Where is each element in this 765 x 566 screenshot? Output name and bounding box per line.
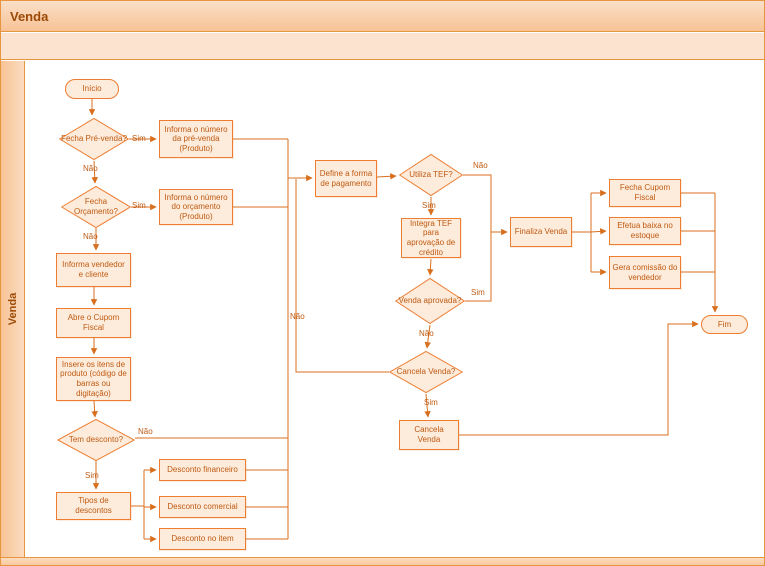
- node-label: Integra TEF para aprovação de crédito: [406, 218, 456, 257]
- edge-label-nao: Não: [290, 312, 305, 321]
- edge-label-sim: Sim: [132, 134, 146, 143]
- decision-tem-desconto: Tem desconto?: [57, 419, 135, 461]
- edge-label-nao: Não: [83, 232, 98, 241]
- process-informa-vendedor: Informa vendedor e cliente: [56, 253, 131, 287]
- diamond-shape: [57, 419, 135, 461]
- process-define-pagamento: Define a forma de pagamento: [315, 160, 377, 197]
- node-label: Desconto financeiro: [167, 465, 238, 475]
- diamond-shape: [399, 154, 463, 196]
- decision-venda-aprovada: Venda aprovada?: [395, 278, 465, 324]
- edge-label-sim: Sim: [85, 471, 99, 480]
- process-informa-orcamento: Informa o número do orçamento (Produto): [159, 189, 233, 225]
- page-title: Venda: [10, 8, 49, 24]
- process-cancela-venda: Cancela Venda: [399, 420, 459, 450]
- decision-fecha-orcamento: Fecha Orçamento?: [61, 186, 131, 228]
- diamond-shape: [61, 186, 131, 228]
- edge-label-sim: Sim: [471, 288, 485, 297]
- node-label: Fim: [717, 319, 732, 329]
- title-band: Venda: [1, 1, 764, 32]
- node-label: Fecha Pré-venda?: [61, 134, 127, 144]
- process-fecha-cupom: Fecha Cupom Fiscal: [609, 179, 681, 207]
- process-finaliza-venda: Finaliza Venda: [510, 217, 572, 247]
- flowchart-canvas: [25, 60, 764, 555]
- node-label: Gera comissão do vendedor: [612, 262, 678, 282]
- start-node-inicio: Início: [65, 79, 119, 99]
- node-label: Desconto comercial: [167, 502, 238, 512]
- node-label: Fecha Orçamento?: [73, 197, 119, 216]
- lane-venda: Venda: [1, 61, 25, 557]
- edge-label-sim: Sim: [422, 201, 436, 210]
- diamond-shape: [59, 118, 129, 160]
- edge-label-nao: Não: [473, 161, 488, 170]
- decision-fecha-pre-venda: Fecha Pré-venda?: [59, 118, 129, 160]
- node-label: Cancela Venda: [414, 425, 444, 444]
- edge-label-nao: Não: [83, 164, 98, 173]
- process-informa-pre-venda: Informa o número da pré-venda (Produto): [159, 120, 233, 158]
- node-label: Abre o Cupom Fiscal: [67, 313, 120, 332]
- edge-label-sim: Sim: [132, 201, 146, 210]
- bottom-band: [1, 557, 764, 565]
- node-label: Informa o número da pré-venda (Produto): [164, 124, 228, 153]
- node-label: Tem desconto?: [68, 435, 124, 445]
- node-label: Efetua baixa no estoque: [617, 221, 673, 240]
- node-label: Tipos de descontos: [75, 496, 112, 515]
- node-label: Define a forma de pagamento: [319, 168, 373, 188]
- node-label: Desconto no item: [171, 534, 234, 544]
- process-insere-itens: Insere os itens de produto (código de ba…: [56, 357, 131, 401]
- edge-label-nao: Não: [138, 427, 153, 436]
- node-label: Utiliza TEF?: [409, 170, 453, 180]
- node-label: Informa vendedor e cliente: [62, 260, 125, 279]
- node-label: Venda aprovada?: [398, 296, 462, 306]
- end-node-fim: Fim: [701, 315, 748, 334]
- node-label: Cancela Venda?: [396, 367, 456, 377]
- node-label: Fecha Cupom Fiscal: [619, 183, 671, 202]
- edge-label-nao: Não: [419, 329, 434, 338]
- process-desconto-financeiro: Desconto financeiro: [159, 459, 246, 481]
- edge-label-sim: Sim: [424, 398, 438, 407]
- process-tipos-descontos: Tipos de descontos: [56, 492, 131, 520]
- process-efetua-baixa: Efetua baixa no estoque: [609, 217, 681, 245]
- node-label: Insere os itens de produto (código de ba…: [60, 359, 127, 398]
- node-label: Início: [82, 84, 102, 94]
- process-integra-tef: Integra TEF para aprovação de crédito: [401, 218, 461, 258]
- process-desconto-comercial: Desconto comercial: [159, 496, 246, 518]
- diamond-shape: [395, 278, 465, 324]
- process-abre-cupom: Abre o Cupom Fiscal: [56, 308, 131, 338]
- process-gera-comissao: Gera comissão do vendedor: [609, 256, 681, 289]
- process-desconto-item: Desconto no item: [159, 528, 246, 550]
- decision-utiliza-tef: Utiliza TEF?: [399, 154, 463, 196]
- decision-cancela-venda: Cancela Venda?: [389, 351, 463, 393]
- sub-band: [1, 33, 764, 60]
- diamond-shape: [389, 351, 463, 393]
- lane-label: Venda: [6, 292, 19, 326]
- node-label: Informa o número do orçamento (Produto): [164, 192, 228, 221]
- node-label: Finaliza Venda: [514, 227, 568, 237]
